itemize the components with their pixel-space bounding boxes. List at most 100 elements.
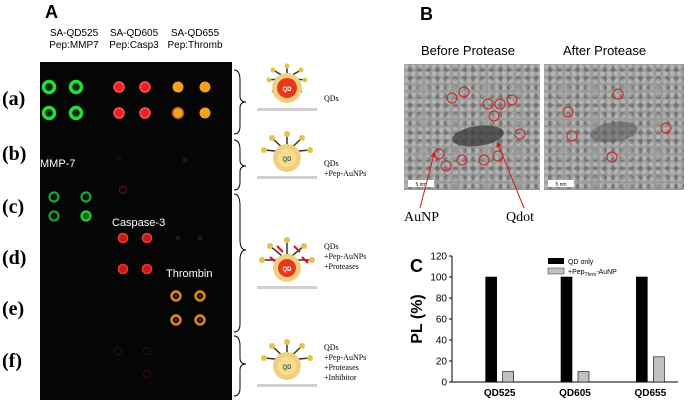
- spot-d-red-4: [141, 263, 153, 275]
- row-label-f: (f): [2, 350, 22, 372]
- qd-schematic-a: QD: [257, 63, 317, 111]
- blot-spots-svg: [41, 79, 211, 378]
- x-tick-label: QD605: [559, 388, 591, 399]
- spot-c-green-2: [80, 191, 92, 203]
- y-tick-label: 100: [430, 273, 447, 284]
- spot-d-red-1: [117, 232, 129, 244]
- qd-schematic-f: QD: [257, 339, 317, 387]
- annotation-arrows: [419, 141, 525, 209]
- spot-a-orange-2: [199, 81, 211, 93]
- qd-text-f: QD: [283, 365, 293, 371]
- column-header-qd525: SA-QD525 Pep:MMP7: [44, 28, 104, 52]
- spot-a-green-4: [68, 105, 84, 121]
- row-label-b: (b): [2, 143, 27, 165]
- spot-a-green-3: [41, 105, 57, 121]
- bar-qd525-pep-aunp: [502, 371, 514, 383]
- legend-label-pep-aunp: +PepThrm-AuNP: [568, 269, 617, 278]
- spot-a-red-2: [139, 81, 151, 93]
- column-header-qd605: SA-QD605 Pep:Casp3: [104, 28, 164, 52]
- spot-c-green-1: [48, 191, 60, 203]
- column-header-qd655-pep: Pep:Thromb: [167, 40, 223, 51]
- row-label-d: (d): [2, 247, 27, 269]
- y-axis-label: PL (%): [409, 294, 426, 343]
- condition-d: QDs +Pep-AuNPs +Proteases: [324, 242, 366, 272]
- spot-d-faint-2: [197, 235, 203, 241]
- spot-a-red-1: [113, 81, 125, 93]
- blot-label-caspase3: Caspase-3: [112, 217, 166, 229]
- y-tick-label: 80: [436, 294, 448, 305]
- column-header-qd655-name: SA-QD655: [170, 28, 220, 39]
- y-tick-label: 40: [436, 336, 448, 347]
- brace-f: [233, 335, 247, 397]
- spot-c-green-3: [48, 210, 60, 222]
- row-label-c: (c): [2, 196, 25, 218]
- legend-label-qd-only: QD only: [568, 259, 594, 266]
- panel-a-letter: A: [45, 2, 58, 22]
- tem-after-overlay: 5 nm: [548, 88, 672, 188]
- qd-text-a: QD: [283, 87, 293, 93]
- qdot-label: Qdot: [506, 210, 534, 225]
- panel-c-letter: C: [410, 256, 423, 276]
- auNP-label: AuNP: [404, 210, 440, 225]
- blot-label-mmp7: MMP-7: [40, 158, 76, 170]
- bar-qd655-pep-aunp: [653, 356, 665, 383]
- spot-a-red-4: [139, 107, 151, 119]
- spot-c-green-4: [80, 210, 92, 222]
- panel-b-letter: B: [420, 4, 433, 24]
- spot-e-orange-4: [194, 314, 206, 326]
- spot-b-faint-1: [46, 155, 52, 161]
- condition-f-line-2: +Pep-AuNPs: [324, 353, 367, 362]
- condition-a: QDs: [324, 94, 339, 104]
- column-header-qd605-name: SA-QD605: [109, 28, 159, 39]
- spot-e-orange-3: [170, 314, 182, 326]
- spot-a-orange-4: [199, 107, 211, 119]
- x-tick-label: QD525: [484, 388, 516, 399]
- spot-f-faint-3: [143, 370, 151, 378]
- blot-label-thrombin: Thrombin: [166, 268, 213, 280]
- column-header-qd605-pep: Pep:Casp3: [109, 40, 159, 51]
- em-title-before: Before Protease: [421, 43, 515, 58]
- schematic-svg: QD QD QD QD: [233, 63, 317, 397]
- condition-a-line-1: QDs: [324, 94, 339, 103]
- condition-f-line-3: +Proteases: [324, 363, 359, 372]
- spot-b-faint-3: [182, 157, 188, 163]
- row-label-e: (e): [2, 298, 25, 320]
- tem-image-after: 5 nm: [544, 64, 684, 190]
- qd-text-b: QD: [283, 157, 293, 163]
- legend-swatch-pep-aunp: [547, 267, 565, 275]
- bar-qd605-pep-aunp: [577, 371, 590, 383]
- column-header-qd525-name: SA-QD525: [49, 28, 99, 39]
- auNP-arrow: [419, 151, 437, 209]
- spot-e-orange-2: [194, 290, 206, 302]
- condition-f-line-1: QDs: [324, 343, 339, 352]
- qd-text-d: QD: [283, 267, 293, 273]
- spot-d-red-3: [117, 263, 129, 275]
- spot-e-orange-1: [170, 290, 182, 302]
- brace-b: [233, 139, 247, 191]
- row-label-a: (a): [2, 88, 26, 110]
- tem-image-before: 5 nm: [404, 64, 540, 190]
- spot-f-faint-1: [114, 347, 122, 355]
- qd-schematic-b: QD: [257, 131, 317, 179]
- brace-a: [233, 69, 247, 135]
- spot-c-faint-red: [118, 185, 128, 195]
- spot-a-orange-1: [172, 81, 184, 93]
- y-tick-label: 0: [441, 378, 447, 389]
- y-tick-label: 60: [436, 315, 448, 326]
- tem-after-scale: 5 nm: [555, 182, 566, 188]
- spot-f-faint-2: [143, 347, 151, 355]
- condition-f-line-4: +Inhibitor: [324, 373, 357, 382]
- brace-cde: [233, 193, 247, 333]
- em-title-after: After Protease: [563, 43, 647, 58]
- legend-swatch-qd-only: [548, 258, 564, 264]
- spot-a-orange-3: [171, 106, 185, 120]
- column-header-qd655: SA-QD655 Pep:Thromb: [165, 28, 225, 52]
- condition-d-line-3: +Proteases: [324, 262, 359, 271]
- fluorescence-blot-image: MMP-7 Caspase-3 Thrombin: [40, 62, 232, 400]
- condition-b-line-1: QDs: [324, 159, 339, 168]
- spot-a-green-2: [68, 79, 84, 95]
- bar-qd655-qd-only: [636, 276, 648, 383]
- spot-b-faint-2: [116, 155, 122, 161]
